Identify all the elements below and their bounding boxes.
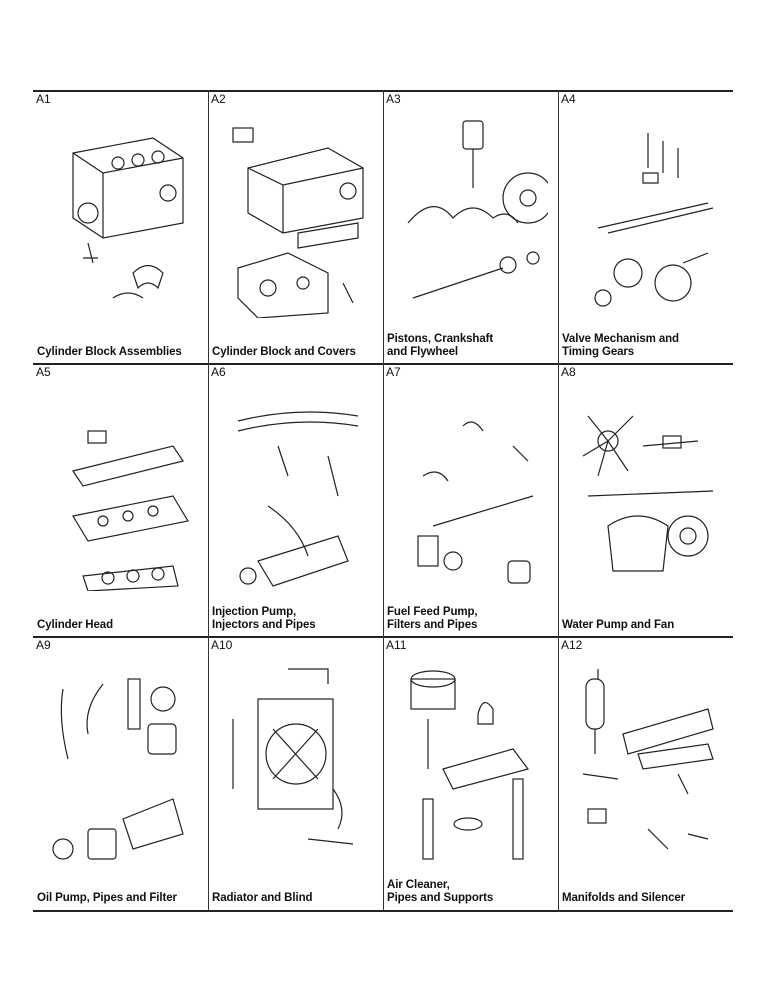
- section-code: A7: [386, 365, 401, 379]
- manifold-silencer-icon: [568, 659, 723, 864]
- cylinder-block-covers-icon: [218, 113, 373, 318]
- section-cell-a1[interactable]: A1 Cylinder Block Assemblies: [33, 91, 208, 363]
- valve-timing-gears-icon: [568, 113, 723, 318]
- section-cell-a8[interactable]: A8 Water Pump and Fan: [558, 364, 733, 636]
- section-caption: Manifolds and Silencer: [562, 892, 686, 904]
- section-code: A5: [36, 365, 51, 379]
- section-cell-a2[interactable]: A2 Cylinder Block and Covers: [208, 91, 383, 363]
- section-code: A4: [561, 92, 576, 106]
- section-caption: Cylinder Block and Covers: [212, 346, 356, 358]
- section-caption: Water Pump and Fan: [562, 619, 675, 631]
- section-cell-a6[interactable]: A6 Injection Pump, Injectors and Pipes: [208, 364, 383, 636]
- section-caption: Cylinder Head: [37, 619, 114, 631]
- section-cell-a9[interactable]: A9 Oil Pump, Pipes and Filter: [33, 637, 208, 909]
- section-code: A12: [561, 638, 583, 652]
- fuel-feed-pump-icon: [393, 386, 548, 591]
- air-cleaner-icon: [393, 659, 548, 864]
- section-index-grid: A1 Cylinder Block Assemblies A2: [33, 90, 733, 912]
- section-caption: Valve Mechanism and Timing Gears: [562, 333, 679, 358]
- crankshaft-flywheel-icon: [393, 113, 548, 318]
- section-cell-a11[interactable]: A11 Air Cleaner, Pipes and Supports: [383, 637, 558, 909]
- cylinder-block-assembly-icon: [43, 113, 198, 318]
- section-caption: Fuel Feed Pump, Filters and Pipes: [387, 606, 478, 631]
- section-code: A1: [36, 92, 51, 106]
- section-cell-a10[interactable]: A10 Radiator and Blind: [208, 637, 383, 909]
- section-caption: Injection Pump, Injectors and Pipes: [212, 606, 316, 631]
- cylinder-head-icon: [43, 386, 198, 591]
- section-code: A6: [211, 365, 226, 379]
- section-caption: Oil Pump, Pipes and Filter: [37, 892, 177, 904]
- section-code: A9: [36, 638, 51, 652]
- section-cell-a7[interactable]: A7 Fuel Feed Pump, Filters and Pipes: [383, 364, 558, 636]
- section-caption: Pistons, Crankshaft and Flywheel: [387, 333, 494, 358]
- section-cell-a12[interactable]: A12 Manifolds and Silencer: [558, 637, 733, 909]
- section-code: A2: [211, 92, 226, 106]
- grid-line-col-3: [558, 90, 559, 912]
- section-caption: Radiator and Blind: [212, 892, 313, 904]
- section-caption: Cylinder Block Assemblies: [37, 346, 182, 358]
- radiator-icon: [218, 659, 373, 864]
- section-cell-a4[interactable]: A4 Valve Mechanism and Timing Gears: [558, 91, 733, 363]
- water-pump-fan-icon: [568, 386, 723, 591]
- section-code: A8: [561, 365, 576, 379]
- injection-pump-icon: [218, 386, 373, 591]
- section-caption: Air Cleaner, Pipes and Supports: [387, 879, 494, 904]
- grid-line-col-2: [383, 90, 384, 912]
- oil-pump-filter-icon: [43, 659, 198, 864]
- section-code: A11: [386, 638, 407, 652]
- section-code: A10: [211, 638, 233, 652]
- section-cell-a5[interactable]: A5 Cylinder Head: [33, 364, 208, 636]
- grid-line-col-1: [208, 90, 209, 912]
- section-code: A3: [386, 92, 401, 106]
- section-cell-a3[interactable]: A3 Pistons, Crankshaft and Flywheel: [383, 91, 558, 363]
